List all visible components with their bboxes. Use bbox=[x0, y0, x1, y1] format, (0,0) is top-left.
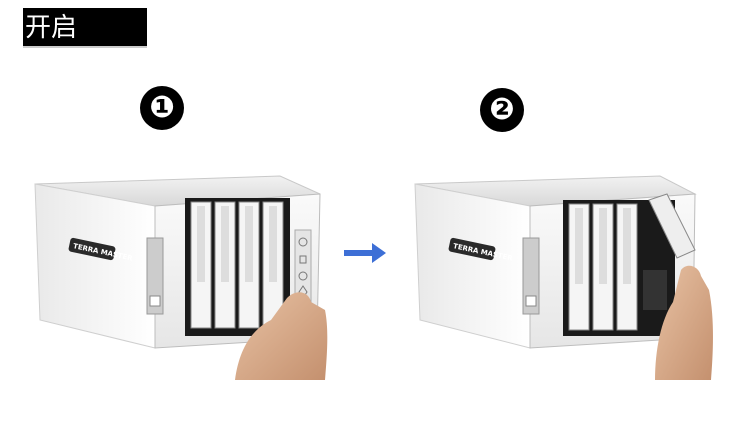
copy-icon bbox=[299, 255, 307, 264]
next-step-arrow-icon bbox=[344, 243, 386, 263]
drive-tray-3 bbox=[616, 203, 638, 331]
hand bbox=[655, 265, 713, 380]
step-1-badge: ❶ bbox=[140, 86, 184, 130]
drive-tray-1 bbox=[190, 201, 212, 329]
drive-tray-4-open bbox=[643, 193, 696, 310]
drive-tray-2 bbox=[592, 203, 614, 331]
drive-tray-3 bbox=[238, 201, 260, 329]
hand bbox=[235, 292, 328, 380]
nas-device-step-1: TERRA MASTER bbox=[34, 175, 328, 380]
step-2-badge: ❷ bbox=[480, 88, 524, 132]
reset-icon bbox=[298, 271, 308, 281]
power-icon bbox=[525, 295, 537, 307]
drive-tray-1 bbox=[568, 203, 590, 331]
section-title: 开启 bbox=[23, 8, 147, 48]
nas-device-step-2: TERRA MASTER bbox=[414, 175, 713, 380]
search-icon bbox=[298, 237, 308, 247]
power-icon bbox=[149, 295, 161, 307]
drive-tray-2 bbox=[214, 201, 236, 329]
